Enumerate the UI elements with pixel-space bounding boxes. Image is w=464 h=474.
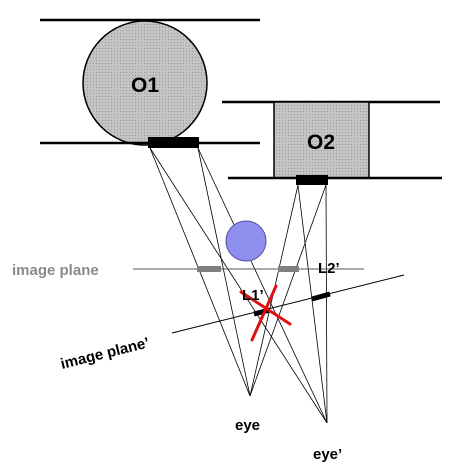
object-o1 [82,20,208,146]
image-plane-segment-l2 [278,266,299,272]
rays-l1-to-eye [149,147,328,424]
image-plane-prime-segment-l2 [311,291,331,302]
label-image-plane-prime: image plane’ [59,334,151,372]
label-o1: O1 [131,74,159,97]
o1-light-source [148,137,199,148]
label-eye: eye [235,417,260,434]
image-plane-segment-l1 [197,266,221,272]
label-l1-prime: L1’ [242,287,264,304]
o2-light-source [296,175,328,185]
label-o2: O2 [307,131,335,154]
image-plane-prime-line [171,274,405,334]
occluder-sphere [225,220,267,262]
cross-mark-icon [239,284,292,342]
label-l2-prime: L2’ [318,260,340,277]
label-eye-prime: eye’ [313,446,342,463]
label-image-plane: image plane [12,262,99,279]
